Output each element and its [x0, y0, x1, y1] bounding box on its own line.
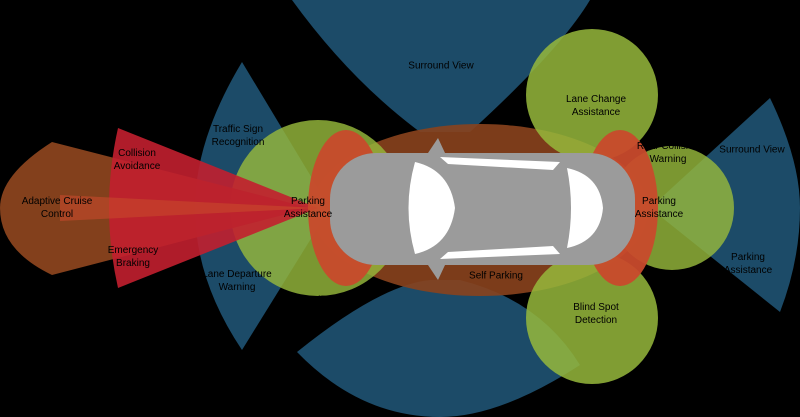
label-lane-change-assistance: Lane Change Assistance	[565, 94, 627, 118]
label-adaptive-cruise-control: Adaptive Cruise Control	[21, 196, 93, 220]
label-parking-assistance-rear: Parking Assistance	[634, 196, 684, 220]
label-blind-spot-detection: Blind Spot Detection	[573, 302, 619, 326]
label-emergency-braking: Emergency Braking	[107, 245, 159, 269]
label-surround-view-right: Surround View	[719, 144, 785, 156]
car-body	[330, 153, 635, 265]
label-parking-assistance-right: Parking Assistance	[723, 252, 773, 276]
label-traffic-sign-recognition: Traffic Sign Recognition	[211, 124, 265, 148]
label-lane-departure-warning: Lane Departure Warning	[202, 269, 272, 293]
front-beam-zone	[60, 195, 318, 221]
surround-view-bottom-zone	[297, 280, 580, 417]
car-mirror-top	[428, 138, 445, 153]
label-rear-collision-warning: Rear Collision Warning	[636, 141, 700, 165]
label-parking-assistance-front: Parking Assistance	[283, 196, 333, 220]
car	[330, 138, 635, 280]
label-self-parking: Self Parking	[469, 270, 523, 282]
label-surround-view-top: Surround View	[408, 60, 474, 72]
lane-change-zone	[526, 29, 658, 161]
car-windshield	[408, 162, 455, 254]
label-cross-traffic-alert: Cross Traffic Alert	[274, 295, 330, 319]
surround-view-top-zone	[292, 0, 590, 132]
car-mirror-bottom	[428, 265, 445, 280]
label-collision-avoidance: Collision Avoidance	[113, 148, 161, 172]
car-rear-window	[567, 168, 603, 248]
car-side-window-bottom	[440, 246, 560, 259]
car-side-window-top	[440, 157, 560, 170]
